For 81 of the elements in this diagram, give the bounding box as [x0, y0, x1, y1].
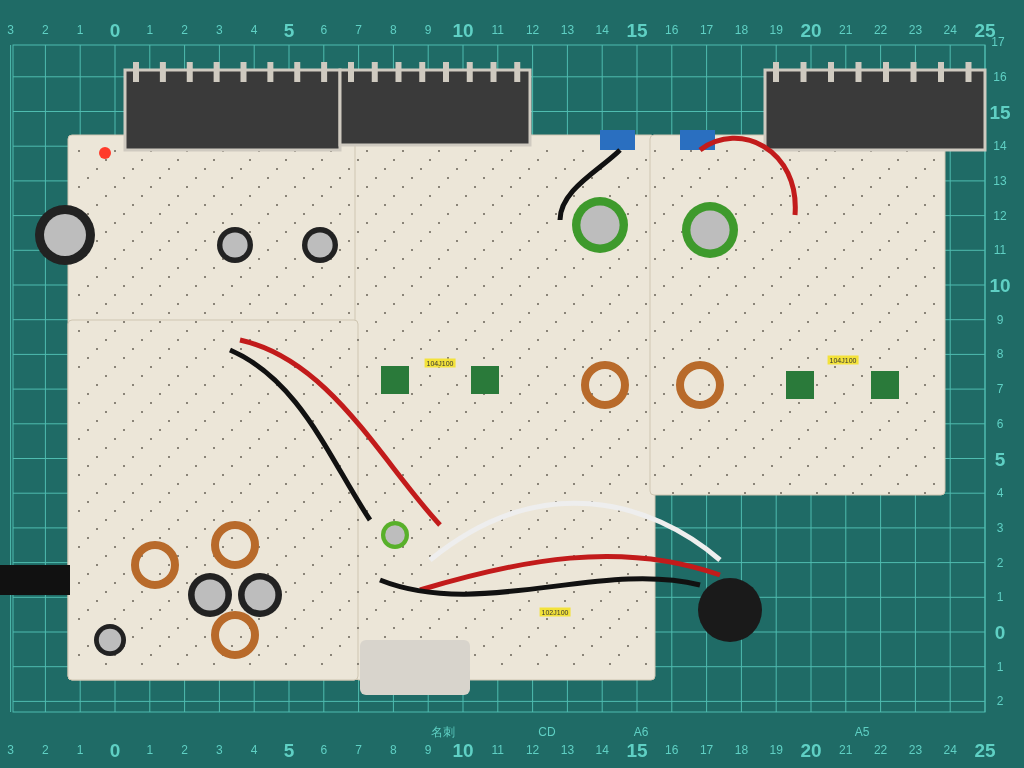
- ruler-number: 10: [452, 740, 474, 760]
- ruler-number: 2: [181, 24, 188, 36]
- ruler-number: 17: [699, 24, 714, 36]
- ruler-number: 18: [734, 24, 749, 36]
- ruler-number: 11: [491, 744, 505, 756]
- ruler-number: 0: [109, 20, 121, 40]
- ruler-mark-label: A6: [633, 726, 649, 738]
- ruler-number: 3: [7, 24, 14, 36]
- ruler-number: 12: [525, 24, 540, 36]
- ruler-number: 16: [665, 24, 679, 36]
- ruler-number: 8: [996, 348, 1004, 361]
- ruler-number: 2: [42, 744, 49, 756]
- ruler-mark-label: CD: [538, 726, 556, 738]
- ruler-number: 14: [993, 140, 1007, 153]
- ruler-number: 16: [665, 744, 679, 756]
- ruler-number: 14: [595, 744, 609, 756]
- ruler-number: 5: [283, 20, 295, 40]
- ruler-number: 4: [996, 487, 1004, 500]
- ruler-number: 1: [76, 24, 84, 36]
- ruler-number: 1: [996, 591, 1004, 604]
- ruler-number: 2: [996, 556, 1004, 569]
- ruler-number: 22: [873, 24, 888, 36]
- ruler-number: 7: [355, 744, 362, 756]
- ruler-number: 15: [626, 20, 648, 40]
- ruler-number: 11: [491, 24, 505, 36]
- ruler-number: 16: [993, 70, 1007, 83]
- ruler-number: 13: [560, 744, 575, 756]
- ruler-number: 8: [390, 744, 397, 756]
- ruler-mark-label: A5: [854, 726, 870, 738]
- ruler-number: 5: [283, 740, 295, 760]
- ruler-number: 3: [7, 744, 14, 756]
- ruler-number: 6: [320, 24, 328, 36]
- ruler-number: 0: [109, 740, 121, 760]
- ruler-number: 13: [993, 174, 1007, 187]
- ruler-number: 22: [873, 744, 888, 756]
- ruler-number: 23: [908, 744, 923, 756]
- ruler-number: 17: [699, 744, 714, 756]
- ruler-number: 24: [943, 744, 957, 756]
- ruler-number: 7: [355, 24, 362, 36]
- ruler-number: 7: [996, 383, 1004, 396]
- ruler-number: 17: [991, 36, 1005, 48]
- ruler-number: 9: [424, 744, 432, 756]
- ruler-number: 3: [996, 521, 1004, 534]
- ruler-number: 12: [525, 744, 540, 756]
- ruler-number: 6: [996, 417, 1004, 430]
- ruler-number: 8: [390, 24, 397, 36]
- ruler-number: 1: [996, 660, 1004, 673]
- ruler-number: 2: [996, 695, 1004, 708]
- ruler-number: 1: [146, 24, 154, 36]
- ruler-number: 24: [943, 24, 957, 36]
- ruler-number: 10: [989, 275, 1011, 295]
- ruler-number: 5: [994, 449, 1006, 468]
- ruler-number: 23: [908, 24, 923, 36]
- ruler-number: 15: [626, 740, 648, 760]
- ruler-number: 9: [996, 313, 1004, 326]
- ruler-number: 3: [216, 24, 223, 36]
- ruler-number: 13: [560, 24, 575, 36]
- ruler-number: 2: [181, 744, 188, 756]
- ruler-number: 14: [595, 24, 609, 36]
- ruler-number: 21: [839, 744, 853, 756]
- ruler-number: 6: [320, 744, 328, 756]
- ruler-number: 21: [839, 24, 853, 36]
- ruler-number: 9: [424, 24, 432, 36]
- ruler-number: 4: [250, 24, 258, 36]
- ruler-number: 0: [994, 622, 1006, 642]
- ruler-number: 1: [146, 744, 154, 756]
- ruler-number: 15: [989, 102, 1011, 121]
- ruler-number: 1: [76, 744, 84, 756]
- ruler-number: 12: [993, 209, 1007, 222]
- ruler-number: 11: [993, 244, 1007, 257]
- ruler-number: 10: [452, 20, 474, 40]
- ruler-number: 19: [769, 744, 783, 756]
- ruler-number: 20: [800, 740, 822, 760]
- ruler-number: 2: [42, 24, 49, 36]
- ruler-number: 4: [250, 744, 258, 756]
- ruler-mark-label: 名刺: [431, 726, 455, 738]
- ruler-number: 3: [216, 744, 223, 756]
- ruler-number: 19: [769, 24, 783, 36]
- ruler-number: 20: [800, 20, 822, 40]
- ruler-number: 25: [974, 740, 996, 760]
- ruler-number: 18: [734, 744, 749, 756]
